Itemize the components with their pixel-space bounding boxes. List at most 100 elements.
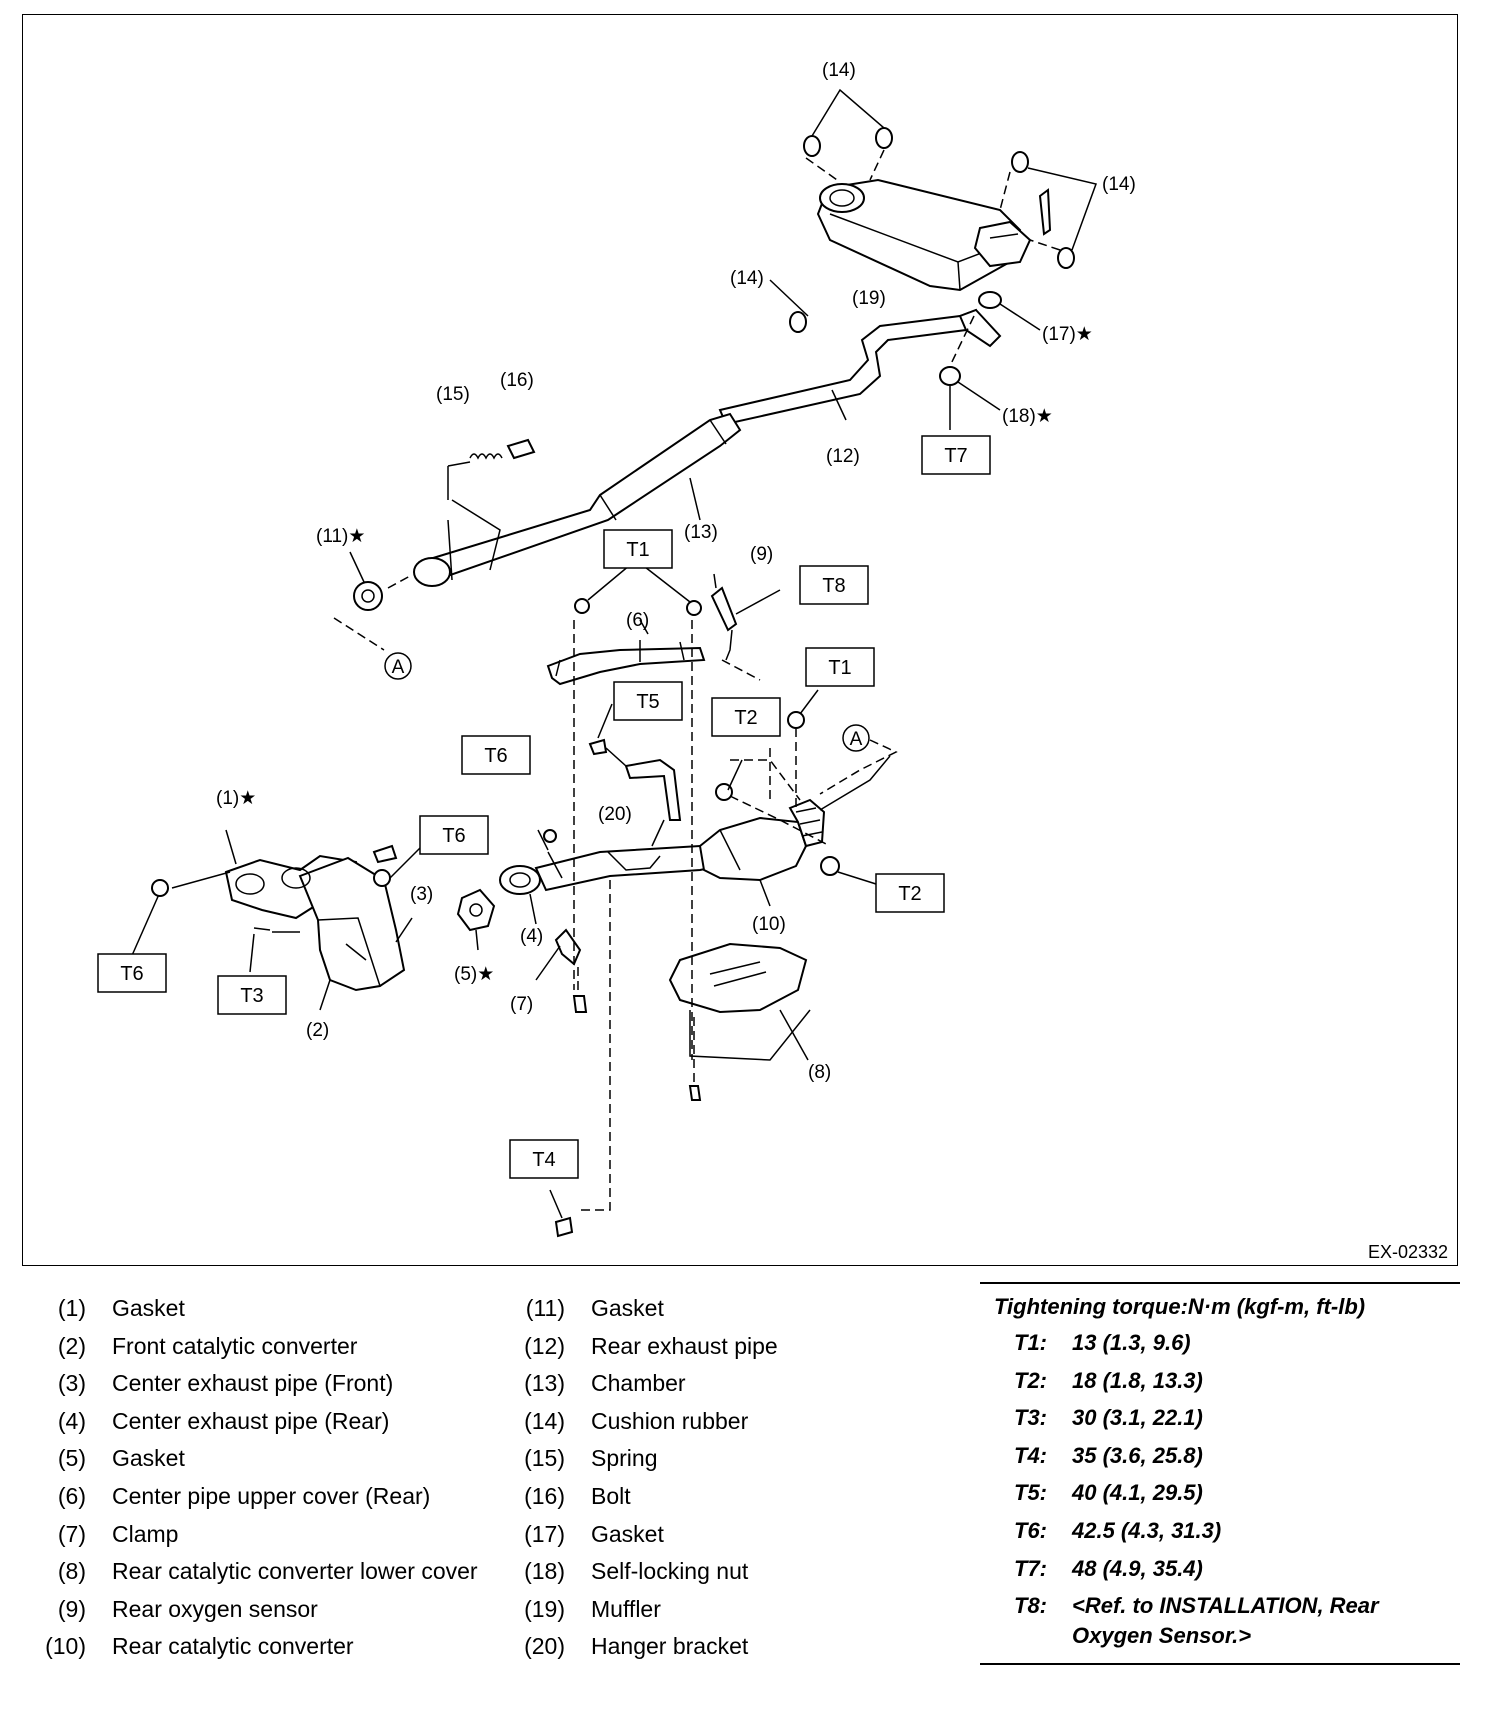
- legend-item-name: Chamber: [591, 1370, 686, 1397]
- legend-item-name: Muffler: [591, 1595, 661, 1622]
- torque-code: T3:: [1014, 1405, 1047, 1431]
- callout-7: (7): [510, 994, 533, 1015]
- ref-marker-a-right: A: [850, 729, 863, 750]
- torque-box-t6-left: T6: [97, 953, 167, 993]
- torque-code: T5:: [1014, 1480, 1047, 1506]
- front-catalytic-converter: [129, 829, 421, 1011]
- rear-cat-lower-cover: [668, 942, 811, 1101]
- legend-item-name: Self-locking nut: [591, 1558, 749, 1585]
- torque-value: 18 (1.8, 13.3): [1072, 1367, 1203, 1393]
- callout-17: (17)★: [1042, 324, 1093, 345]
- legend-item: (9)Rear oxygen sensor: [58, 1591, 478, 1629]
- torque-row: T1:13 (1.3, 9.6): [980, 1324, 1460, 1362]
- torque-box-t1-right: T1: [805, 647, 875, 687]
- legend-item-name: Rear exhaust pipe: [591, 1332, 778, 1359]
- svg-text:T2: T2: [898, 883, 921, 905]
- callout-14b: (14): [1102, 174, 1136, 195]
- legend-item-name: Cushion rubber: [591, 1407, 749, 1434]
- svg-text:T1: T1: [828, 657, 851, 679]
- legend-item-number: (3): [57, 1370, 86, 1397]
- torque-box-t7: T7: [921, 435, 991, 475]
- torque-row: T6:42.5 (4.3, 31.3): [980, 1512, 1460, 1550]
- rear-catalytic-converter: [698, 689, 891, 907]
- callout-labels: (14) (14) (14) (19) (17)★ (18)★ (12) (13…: [216, 60, 1136, 1083]
- torque-box-t3: T3: [217, 975, 287, 1015]
- torque-box-t5: T5: [613, 681, 683, 721]
- legend-item-name: Spring: [591, 1445, 658, 1472]
- legend-item-name: Rear catalytic converter: [112, 1633, 354, 1660]
- legend-column-2: (11)Gasket(12)Rear exhaust pipe(13)Chamb…: [524, 1290, 778, 1666]
- callout-6: (6): [626, 610, 649, 631]
- legend-item: (2) Front catalytic converter: [58, 1328, 478, 1366]
- ref-marker-a-left: A: [392, 657, 405, 678]
- legend-item: (17)Gasket: [524, 1516, 778, 1554]
- torque-row: T8:<Ref. to INSTALLATION, Rear Oxygen Se…: [980, 1587, 1460, 1651]
- legend-item-number: (14): [524, 1407, 565, 1434]
- spring-and-bolt: [447, 438, 536, 500]
- torque-code: T2:: [1014, 1367, 1047, 1393]
- svg-text:T6: T6: [484, 745, 507, 767]
- muffler: [816, 178, 1032, 292]
- callout-13: (13): [684, 522, 718, 543]
- svg-text:T8: T8: [822, 575, 845, 597]
- legend-item-name: Hanger bracket: [591, 1633, 749, 1660]
- dashed-reference-lines: [549, 620, 761, 1238]
- legend-item-number: (4): [57, 1407, 86, 1434]
- torque-value: 40 (4.1, 29.5): [1072, 1480, 1203, 1506]
- svg-text:T6: T6: [442, 825, 465, 847]
- legend-item-number: (19): [524, 1595, 565, 1622]
- rear-oxygen-sensor: [710, 573, 781, 661]
- callout-5: (5)★: [454, 964, 494, 985]
- svg-text:T5: T5: [636, 691, 659, 713]
- torque-box-t6-right: T6: [419, 815, 489, 855]
- callout-19: (19): [852, 288, 886, 309]
- svg-text:T7: T7: [944, 445, 967, 467]
- tightening-torque-table: Tightening torque:N·m (kgf-m, ft-lb) T1:…: [980, 1282, 1460, 1666]
- legend-item-name: Gasket: [112, 1295, 185, 1321]
- legend-item: (8)Rear catalytic converter lower cover: [58, 1553, 478, 1591]
- legend-item-number: (20): [524, 1633, 565, 1660]
- legend-item-number: (6): [57, 1482, 86, 1509]
- svg-text:T4: T4: [532, 1149, 555, 1171]
- legend-item-number: (11): [525, 1295, 565, 1321]
- rear-exhaust-pipe: [718, 308, 1002, 426]
- torque-code: T8:: [1014, 1593, 1047, 1619]
- legend-item: (18) Self-locking nut: [524, 1553, 778, 1591]
- callout-2: (2): [306, 1020, 329, 1041]
- torque-table-bottom-rule: [980, 1663, 1460, 1666]
- legend-item-name: Clamp: [112, 1520, 179, 1547]
- legend-item-number: (13): [524, 1370, 565, 1397]
- legend-item-name: Front catalytic converter: [112, 1332, 358, 1359]
- legend-item-name: Center pipe upper cover (Rear): [112, 1482, 431, 1509]
- legend-item-number: (15): [524, 1445, 565, 1472]
- legend-item-number: (7): [57, 1520, 86, 1547]
- gasket-11: [333, 551, 411, 651]
- hanger-bracket: [588, 703, 682, 847]
- torque-box-t2-lower: T2: [875, 873, 945, 913]
- legend-item-number: (10): [45, 1633, 86, 1660]
- torque-table-title: Tightening torque:N·m (kgf-m, ft-lb): [994, 1294, 1366, 1319]
- callout-14a: (14): [822, 60, 856, 81]
- legend-item: (3)Center exhaust pipe (Front): [58, 1365, 478, 1403]
- svg-text:T3: T3: [240, 985, 263, 1007]
- chamber: [413, 412, 742, 587]
- svg-text:T6: T6: [120, 963, 143, 985]
- legend-item-number: (2): [57, 1332, 86, 1359]
- legend-item-number: (1): [57, 1295, 86, 1321]
- legend-item-name: Center exhaust pipe (Rear): [112, 1407, 390, 1434]
- legend-item-number: (12): [524, 1332, 565, 1359]
- exhaust-system-exploded-diagram: (14) (14) (14) (19) (17)★ (18)★ (12) (13…: [97, 60, 1448, 1262]
- reference-markers: A A: [384, 652, 898, 795]
- gasket-5: [456, 888, 496, 951]
- legend-item-number: (18): [524, 1558, 565, 1585]
- legend-item: (14) Cushion rubber: [524, 1403, 778, 1441]
- legend-column-1: (1) Gasket (2) Front catalytic converter (3)…: [45, 1290, 478, 1666]
- callout-12: (12): [826, 446, 860, 467]
- legend-item-name: Rear oxygen sensor: [112, 1595, 318, 1622]
- callout-10: (10): [752, 914, 786, 935]
- legend-item-name: Rear catalytic converter lower cover: [112, 1558, 478, 1585]
- callout-3: (3): [410, 884, 433, 905]
- torque-value: 30 (3.1, 22.1): [1072, 1405, 1203, 1431]
- gasket-17-and-nut-18: [939, 291, 1041, 430]
- torque-row: T2: 18 (1.8, 13.3): [980, 1362, 1460, 1400]
